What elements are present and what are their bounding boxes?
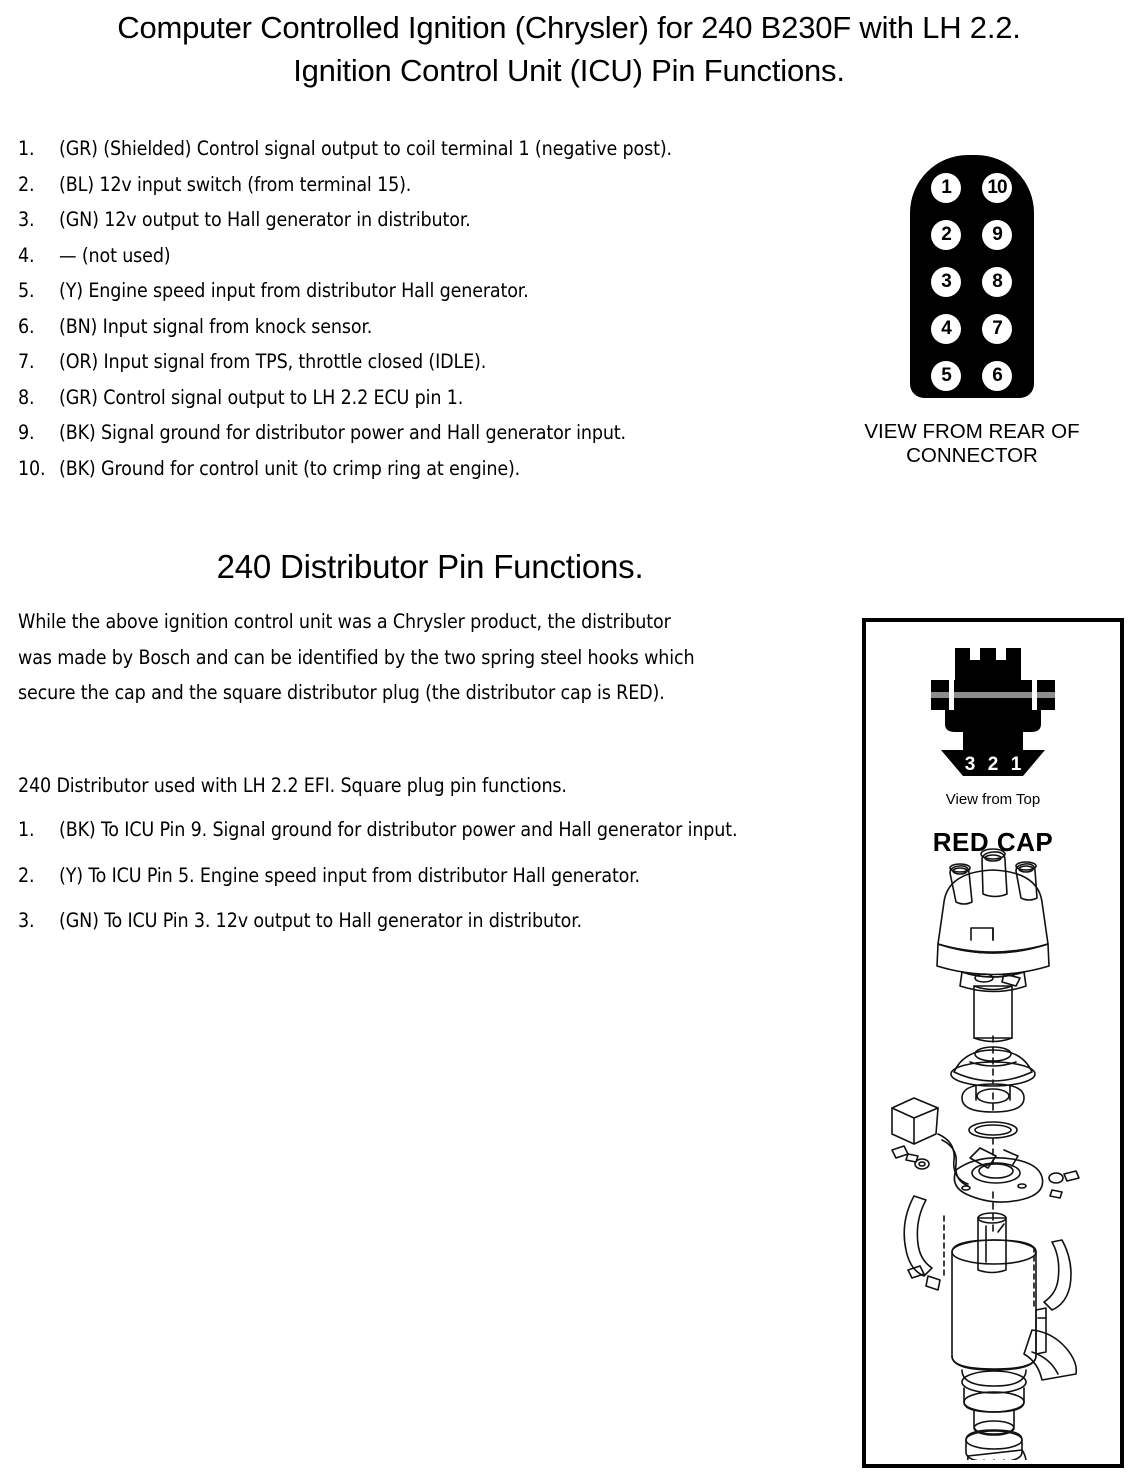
list-item-text: (GN) To ICU Pin 3. 12v output to Hall ge… [59,909,582,932]
list-item-number: 1. [18,818,35,841]
page-title-line-2: Ignition Control Unit (ICU) Pin Function… [293,53,845,88]
connector-pin-6: 6 [982,361,1012,391]
list-item-number: 3. [18,909,35,932]
distributor-exploded-drawing [891,848,1080,1460]
distributor-plug-pin-list: 1. (BK) To ICU Pin 9. Signal ground for … [18,812,818,949]
square-plug-icon: 3 2 1 [931,648,1055,776]
connector-pin-4: 4 [931,314,961,344]
list-item-number: 8. [18,385,35,409]
connector-pin-9: 9 [982,220,1012,250]
paragraph-line: secure the cap and the square distributo… [18,681,665,704]
icu-connector-diagram: 1 2 3 4 5 10 9 8 7 6 VIEW FROM REAR OF C… [848,155,1096,468]
distributor-image-frame: 3 2 1 View from Top RED CAP [862,618,1124,1468]
list-item-number: 2. [18,172,35,196]
connector-caption: VIEW FROM REAR OF CONNECTOR [848,420,1096,468]
section-heading-distributor: 240 Distributor Pin Functions. [216,548,644,585]
page-title: Computer Controlled Ignition (Chrysler) … [0,6,1138,92]
list-item-number: 10. [18,456,46,480]
list-item: 3. (GN) To ICU Pin 3. 12v output to Hall… [18,903,818,939]
list-item-text: (GR) Control signal output to LH 2.2 ECU… [59,385,464,409]
list-item-text: (GN) 12v output to Hall generator in dis… [59,208,471,231]
connector-pin-10: 10 [982,173,1012,203]
list-item-number: 1. [18,137,35,160]
list-item: 5. (Y) Engine speed input from distribut… [18,273,818,309]
connector-pin-1: 1 [931,173,961,203]
list-item: 4. — (not used) [18,238,818,274]
list-item-text: (GR) (Shielded) Control signal output to… [59,137,672,160]
list-item-text: (BK) To ICU Pin 9. Signal ground for dis… [59,818,738,841]
connector-pin-3: 3 [931,267,961,297]
list-item-number: 5. [18,279,35,302]
paragraph-line: was made by Bosch and can be identified … [18,645,695,669]
list-item: 1. (GR) (Shielded) Control signal output… [18,131,818,167]
list-item: 9. (BK) Signal ground for distributor po… [18,415,818,451]
distributor-intro-paragraph: While the above ignition control unit wa… [18,604,818,711]
list-item-number: 9. [18,421,35,444]
list-item: 6. (BN) Input signal from knock sensor. [18,309,818,345]
connector-caption-line-1: VIEW FROM REAR OF [864,420,1080,443]
list-item-text: (Y) To ICU Pin 5. Engine speed input fro… [59,863,640,887]
list-item-text: — (not used) [59,243,171,267]
page-title-line-1: Computer Controlled Ignition (Chrysler) … [117,10,1021,45]
connector-body-shape: 1 2 3 4 5 10 9 8 7 6 [910,155,1034,398]
icu-pin-function-list: 1. (GR) (Shielded) Control signal output… [18,131,818,486]
list-item-text: (OR) Input signal from TPS, throttle clo… [59,350,487,373]
list-item: 1. (BK) To ICU Pin 9. Signal ground for … [18,812,818,848]
plug-pin-label-1: 1 [1011,754,1022,775]
list-item-text: (BK) Signal ground for distributor power… [59,421,626,444]
plug-pin-label-2: 2 [988,754,999,775]
list-item-number: 3. [18,208,35,231]
connector-pin-5: 5 [931,361,961,391]
list-item-text: (BN) Input signal from knock sensor. [59,314,373,338]
plug-pin-label-3: 3 [965,754,976,775]
list-item: 2. (BL) 12v input switch (from terminal … [18,167,818,203]
list-item-text: (BL) 12v input switch (from terminal 15)… [59,172,412,196]
connector-caption-line-2: CONNECTOR [906,444,1038,467]
list-item-number: 4. [18,243,35,267]
plug-figure-caption: View from Top [945,791,1041,808]
list-item-number: 7. [18,350,35,373]
distributor-lead-in-text: 240 Distributor used with LH 2.2 EFI. Sq… [18,774,567,797]
connector-pin-8: 8 [982,267,1012,297]
connector-pin-7: 7 [982,314,1012,344]
list-item: 3. (GN) 12v output to Hall generator in … [18,202,818,238]
connector-pin-2: 2 [931,220,961,250]
list-item-text: (BK) Ground for control unit (to crimp r… [59,456,521,480]
list-item-text: (Y) Engine speed input from distributor … [59,279,529,302]
list-item-number: 6. [18,314,35,338]
list-item: 10. (BK) Ground for control unit (to cri… [18,451,818,487]
paragraph-line: While the above ignition control unit wa… [18,610,671,633]
list-item: 7. (OR) Input signal from TPS, throttle … [18,344,818,380]
list-item-number: 2. [18,863,35,887]
distributor-plug-figure: 3 2 1 View from Top [866,640,1120,809]
list-item: 2. (Y) To ICU Pin 5. Engine speed input … [18,858,818,894]
list-item: 8. (GR) Control signal output to LH 2.2 … [18,380,818,416]
